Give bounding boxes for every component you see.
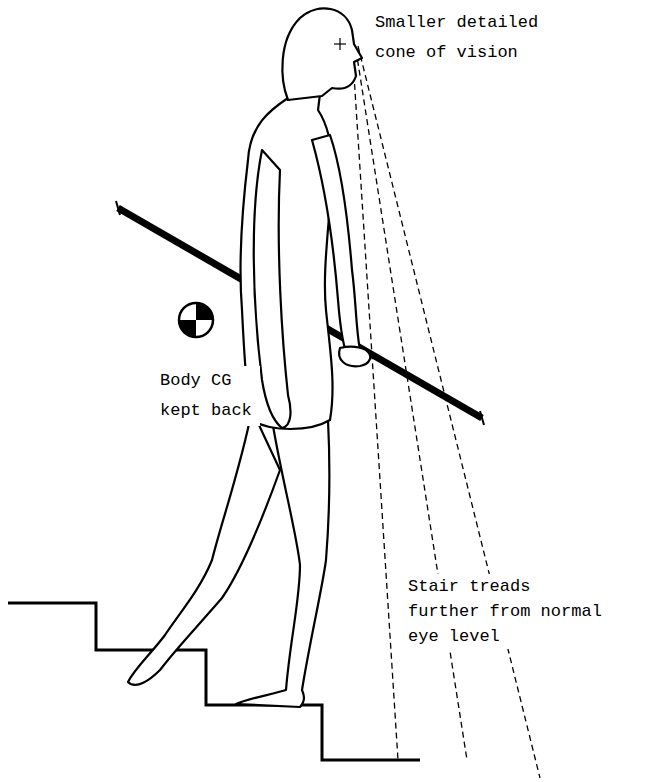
stair-profile [8, 603, 420, 760]
vision-lines [352, 44, 540, 778]
person-figure [128, 8, 370, 707]
annotation-label: Stair treads further from normal eye lev… [406, 574, 610, 649]
cg-symbol [179, 303, 213, 337]
eye-mark [334, 43, 346, 44]
annotation-label: Body CG kept back [158, 366, 260, 426]
annotation-label: Smaller detailed cone of vision [373, 8, 546, 68]
